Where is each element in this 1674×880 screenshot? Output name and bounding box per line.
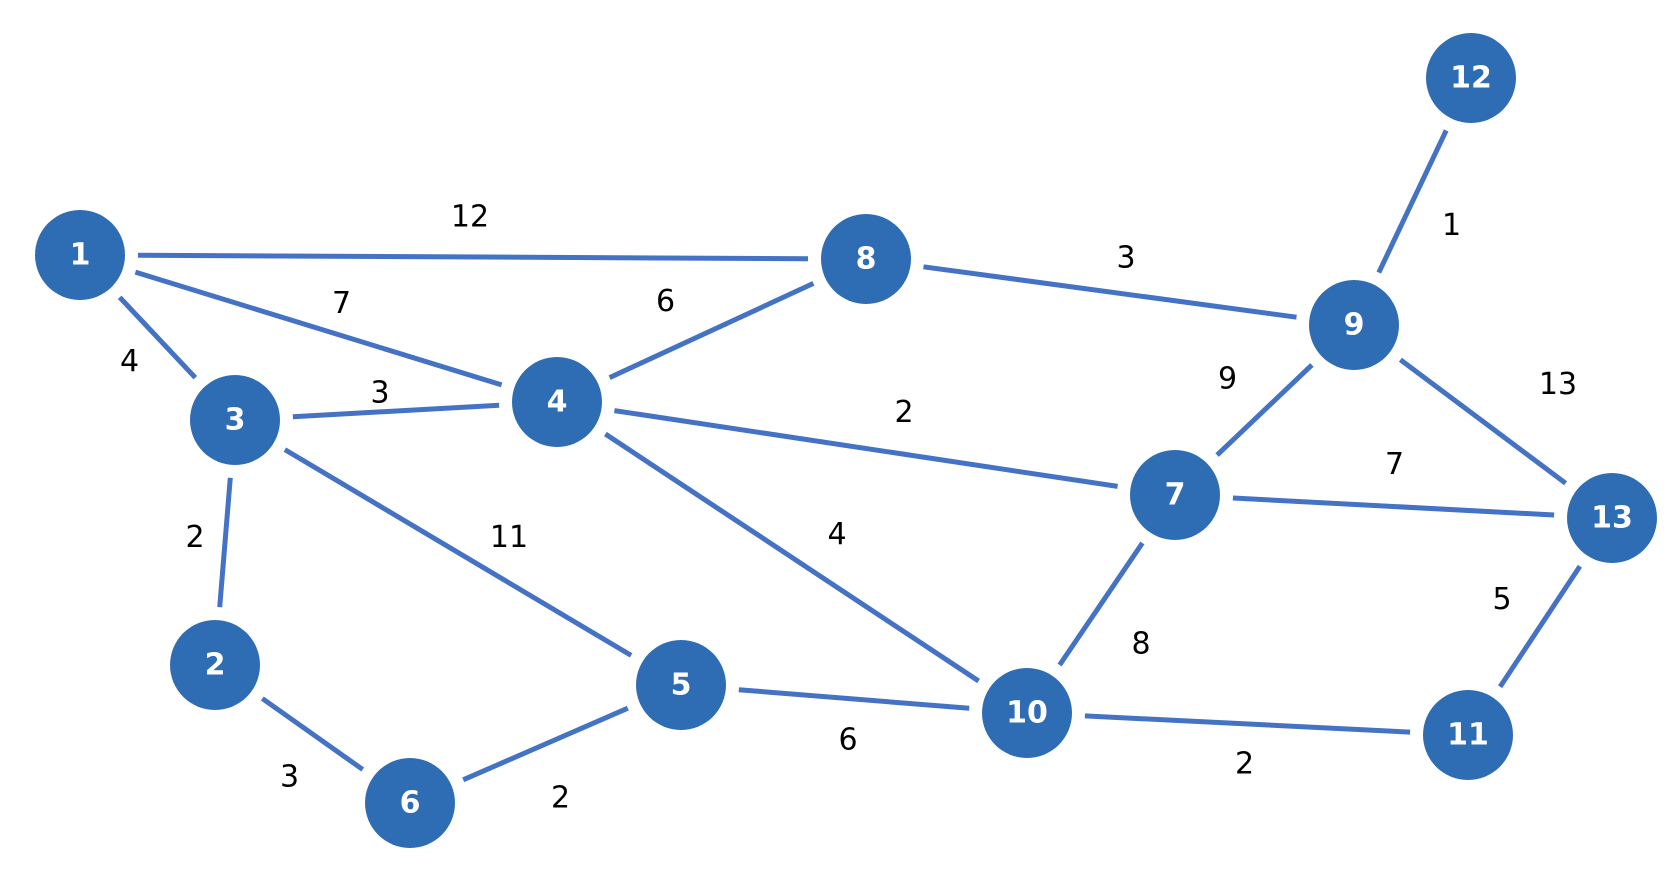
node-6: 6 xyxy=(365,758,455,848)
node-circle-4 xyxy=(512,357,602,447)
node-circle-8 xyxy=(821,214,911,304)
node-label-13: 13 xyxy=(1591,501,1633,536)
edge-weight-2-6: 3 xyxy=(280,760,299,795)
node-circle-7 xyxy=(1130,450,1220,540)
node-label-12: 12 xyxy=(1450,61,1492,96)
edge-weight-4-8: 6 xyxy=(656,284,675,319)
node-circle-5 xyxy=(636,640,726,730)
edge-1-4 xyxy=(134,269,503,388)
node-8: 8 xyxy=(821,214,911,304)
edge-4-10 xyxy=(604,431,980,684)
edge-4-7 xyxy=(614,408,1118,489)
edge-2-6 xyxy=(260,696,365,772)
edge-1-3 xyxy=(117,295,198,380)
edge-5-10 xyxy=(738,687,970,711)
edge-3-4 xyxy=(292,402,500,420)
node-3: 3 xyxy=(190,375,280,465)
edge-3-2 xyxy=(217,477,233,608)
node-2: 2 xyxy=(170,620,260,710)
node-label-7: 7 xyxy=(1165,478,1186,513)
node-label-10: 10 xyxy=(1006,696,1048,731)
edge-weight-5-10: 6 xyxy=(838,723,857,758)
node-label-5: 5 xyxy=(671,668,692,703)
node-10: 10 xyxy=(982,668,1072,758)
edge-weight-12-9: 1 xyxy=(1442,208,1461,243)
edge-weight-7-13: 7 xyxy=(1385,447,1404,482)
edge-7-13 xyxy=(1232,495,1555,518)
edge-weight-13-11: 5 xyxy=(1492,582,1511,617)
edge-4-8 xyxy=(608,281,815,380)
node-circle-9 xyxy=(1309,280,1399,370)
edge-weight-10-11: 2 xyxy=(1235,747,1254,782)
node-label-2: 2 xyxy=(205,648,226,683)
edge-weight-9-13: 13 xyxy=(1539,367,1577,402)
node-circle-3 xyxy=(190,375,280,465)
edge-weight-3-4: 3 xyxy=(370,376,389,411)
edges-layer xyxy=(117,129,1582,783)
edge-13-11 xyxy=(1498,564,1582,689)
node-circle-6 xyxy=(365,758,455,848)
node-label-8: 8 xyxy=(856,242,877,277)
edge-weight-4-10: 4 xyxy=(827,517,846,552)
edge-weight-7-10: 8 xyxy=(1131,627,1150,662)
node-1: 1 xyxy=(35,210,125,300)
node-circle-11 xyxy=(1423,690,1513,780)
node-circle-12 xyxy=(1426,33,1516,123)
edge-7-10 xyxy=(1057,541,1145,667)
edge-weight-6-5: 2 xyxy=(551,781,570,816)
edge-1-8 xyxy=(137,252,809,262)
node-9: 9 xyxy=(1309,280,1399,370)
node-label-4: 4 xyxy=(547,385,568,420)
edge-weight-1-4: 7 xyxy=(332,286,351,321)
edge-8-9 xyxy=(923,264,1297,320)
node-4: 4 xyxy=(512,357,602,447)
node-label-6: 6 xyxy=(400,786,421,821)
edge-12-9 xyxy=(1376,129,1449,274)
node-circle-13 xyxy=(1567,473,1657,563)
node-7: 7 xyxy=(1130,450,1220,540)
node-label-9: 9 xyxy=(1344,308,1365,343)
node-13: 13 xyxy=(1567,473,1657,563)
edge-weight-9-7: 9 xyxy=(1218,362,1237,397)
edge-weight-8-9: 3 xyxy=(1116,241,1135,276)
node-12: 12 xyxy=(1426,33,1516,123)
node-circle-2 xyxy=(170,620,260,710)
node-label-11: 11 xyxy=(1447,718,1489,753)
edge-weight-4-7: 2 xyxy=(894,395,913,430)
edge-weight-1-8: 12 xyxy=(451,200,489,235)
node-5: 5 xyxy=(636,640,726,730)
edge-3-5 xyxy=(283,447,633,658)
edge-6-5 xyxy=(462,705,629,783)
edge-weight-3-5: 11 xyxy=(490,520,528,555)
edge-9-7 xyxy=(1215,363,1314,457)
edge-9-13 xyxy=(1398,357,1568,486)
node-11: 11 xyxy=(1423,690,1513,780)
edge-10-11 xyxy=(1084,713,1411,735)
node-label-1: 1 xyxy=(70,238,91,273)
node-circle-10 xyxy=(982,668,1072,758)
node-label-3: 3 xyxy=(225,403,246,438)
edge-weight-3-2: 2 xyxy=(185,520,204,555)
node-circle-1 xyxy=(35,210,125,300)
edge-weight-1-3: 4 xyxy=(120,344,139,379)
